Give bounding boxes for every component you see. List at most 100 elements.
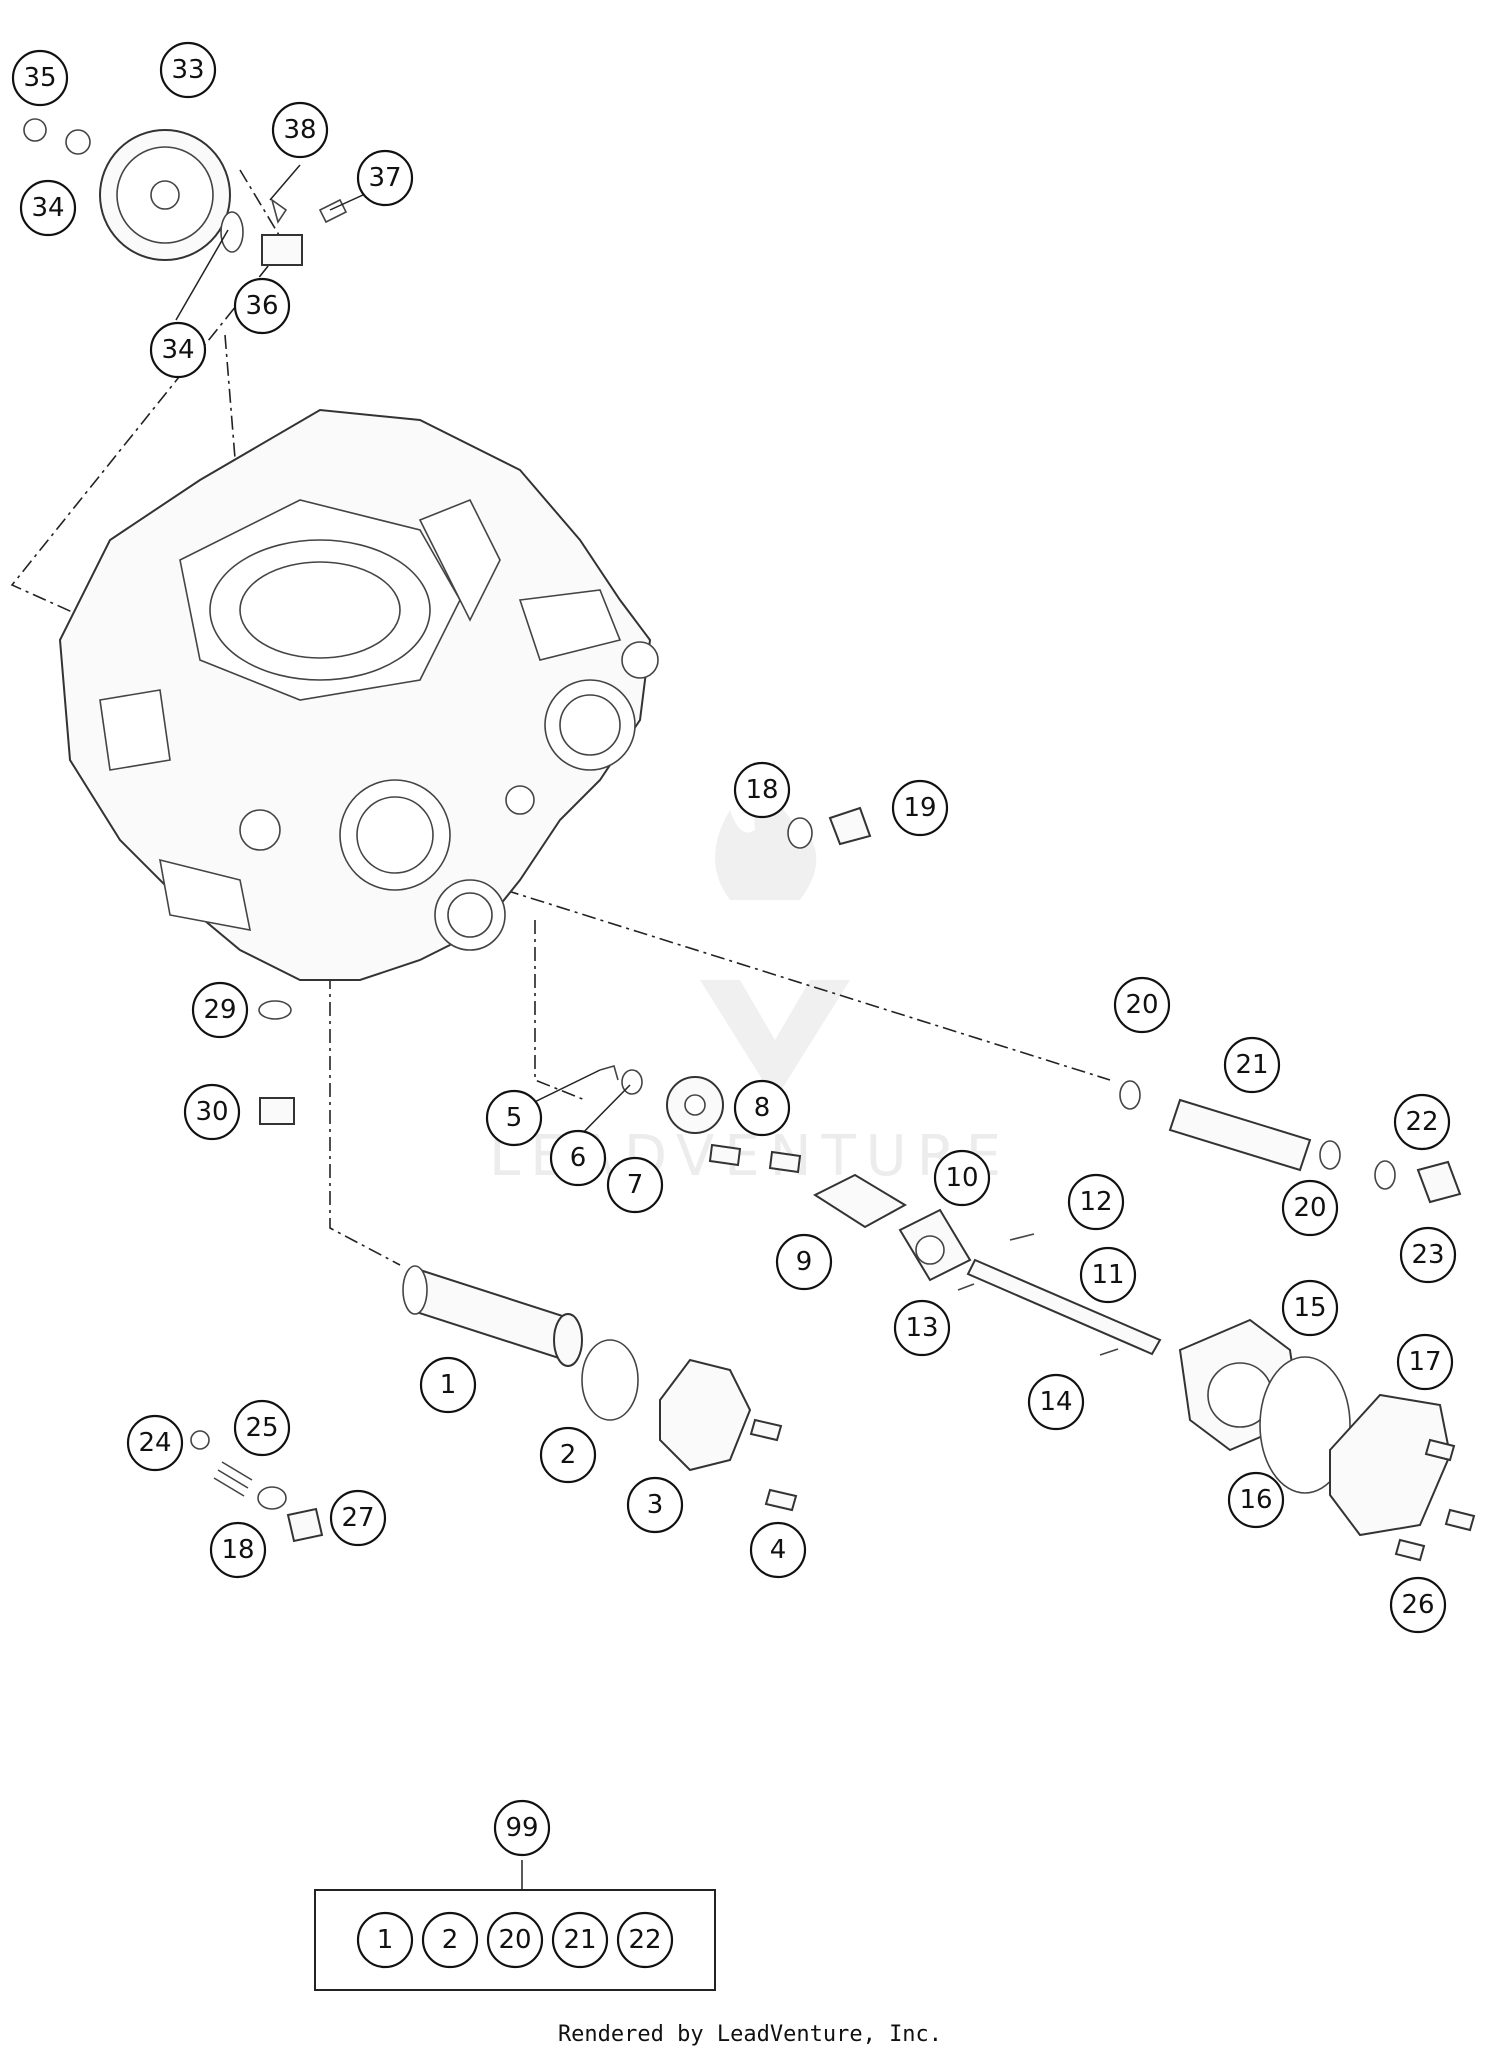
callout-label: 5 xyxy=(506,1103,523,1133)
kit-item-21: 21 xyxy=(551,1911,609,1969)
callout-29: 29 xyxy=(191,981,249,1039)
callout-circle xyxy=(19,179,77,237)
callout-circle xyxy=(775,1233,833,1291)
callout-13: 13 xyxy=(893,1299,951,1357)
callout-8: 8 xyxy=(733,1079,791,1137)
callout-circle xyxy=(733,761,791,819)
callout-label: 29 xyxy=(203,995,236,1025)
kit-item-label: 21 xyxy=(563,1925,596,1955)
kit-item-circle xyxy=(356,1911,414,1969)
callout-circle xyxy=(1399,1226,1457,1284)
callout-circle xyxy=(1389,1576,1447,1634)
callout-circle xyxy=(126,1414,184,1472)
callout-label: 20 xyxy=(1293,1193,1326,1223)
callout-label: 30 xyxy=(195,1097,228,1127)
callout-circle xyxy=(271,101,329,159)
kit-item-label: 1 xyxy=(377,1925,394,1955)
callout-label: 9 xyxy=(796,1247,813,1277)
callout-4: 4 xyxy=(749,1521,807,1579)
callout-5: 5 xyxy=(485,1089,543,1147)
kit-item-1: 1 xyxy=(356,1911,414,1969)
callout-circle xyxy=(356,149,414,207)
kit-item-label: 2 xyxy=(442,1925,459,1955)
callout-label: 17 xyxy=(1408,1347,1441,1377)
footer-credit: Rendered by LeadVenture, Inc. xyxy=(557,2022,943,2047)
callout-17: 17 xyxy=(1396,1333,1454,1391)
callout-label: 8 xyxy=(754,1093,771,1123)
callout-label: 36 xyxy=(245,291,278,321)
callout-circle xyxy=(233,277,291,335)
callout-circle xyxy=(539,1426,597,1484)
callout-18: 18 xyxy=(733,761,791,819)
callout-label: 18 xyxy=(221,1535,254,1565)
crankcase xyxy=(58,408,659,981)
callout-label: 37 xyxy=(368,163,401,193)
callout-circle xyxy=(1396,1333,1454,1391)
callout-label: 3 xyxy=(647,1490,664,1520)
callout-label: 33 xyxy=(171,55,204,85)
callout-label: 13 xyxy=(905,1313,938,1343)
callout-circle xyxy=(191,981,249,1039)
callout-circle xyxy=(11,49,69,107)
callout-1: 1 xyxy=(419,1356,477,1414)
callout-label: 6 xyxy=(570,1143,587,1173)
kit-item-label: 22 xyxy=(628,1925,661,1955)
callout-label: 38 xyxy=(283,115,316,145)
callout-label: 25 xyxy=(245,1413,278,1443)
callout-circle xyxy=(419,1356,477,1414)
kit-item-label: 20 xyxy=(498,1925,531,1955)
callout-circle xyxy=(733,1079,791,1137)
callout-circle xyxy=(183,1083,241,1141)
callout-label: 12 xyxy=(1079,1187,1112,1217)
callout-label: 7 xyxy=(627,1170,644,1200)
callout-circle xyxy=(626,1476,684,1534)
callout-label: 34 xyxy=(161,335,194,365)
callout-circle xyxy=(209,1521,267,1579)
callout-label: 1 xyxy=(440,1370,457,1400)
callout-label: 11 xyxy=(1091,1260,1124,1290)
callout-label: 20 xyxy=(1125,990,1158,1020)
callout-24: 24 xyxy=(126,1414,184,1472)
callout-10: 10 xyxy=(933,1149,991,1207)
callout-2: 2 xyxy=(539,1426,597,1484)
callout-label: 26 xyxy=(1401,1590,1434,1620)
callout-label: 16 xyxy=(1239,1485,1272,1515)
callout-circle xyxy=(485,1089,543,1147)
callout-21: 21 xyxy=(1223,1036,1281,1094)
kit-items: 1 2 20 21 22 xyxy=(356,1911,674,1969)
callout-circle xyxy=(893,1299,951,1357)
callout-30: 30 xyxy=(183,1083,241,1141)
kit-item-20: 20 xyxy=(486,1911,544,1969)
callout-label: 10 xyxy=(945,1163,978,1193)
callout-circle xyxy=(159,41,217,99)
callout-6: 6 xyxy=(549,1129,607,1187)
kit-item-circle xyxy=(616,1911,674,1969)
callout-9: 9 xyxy=(775,1233,833,1291)
callout-circle xyxy=(1393,1093,1451,1151)
kit-item-22: 22 xyxy=(616,1911,674,1969)
callout-circle xyxy=(606,1156,664,1214)
callout-label: 27 xyxy=(341,1503,374,1533)
callout-20: 20 xyxy=(1113,976,1171,1034)
callout-circle xyxy=(1067,1173,1125,1231)
callout-34: 34 xyxy=(19,179,77,237)
callout-27: 27 xyxy=(329,1489,387,1547)
callout-35: 35 xyxy=(11,49,69,107)
callout-circle xyxy=(1113,976,1171,1034)
callout-20: 20 xyxy=(1281,1179,1339,1237)
callout-34: 34 xyxy=(149,321,207,379)
callout-19: 19 xyxy=(891,779,949,837)
callout-label: 19 xyxy=(903,793,936,823)
callout-26: 26 xyxy=(1389,1576,1447,1634)
callout-circle xyxy=(1223,1036,1281,1094)
callout-label: 18 xyxy=(745,775,778,805)
callout-23: 23 xyxy=(1399,1226,1457,1284)
callout-label: 99 xyxy=(505,1813,538,1843)
callout-circle xyxy=(1281,1279,1339,1337)
callout-16: 16 xyxy=(1227,1471,1285,1529)
callout-circle xyxy=(549,1129,607,1187)
callout-label: 15 xyxy=(1293,1293,1326,1323)
callout-label: 34 xyxy=(31,193,64,223)
